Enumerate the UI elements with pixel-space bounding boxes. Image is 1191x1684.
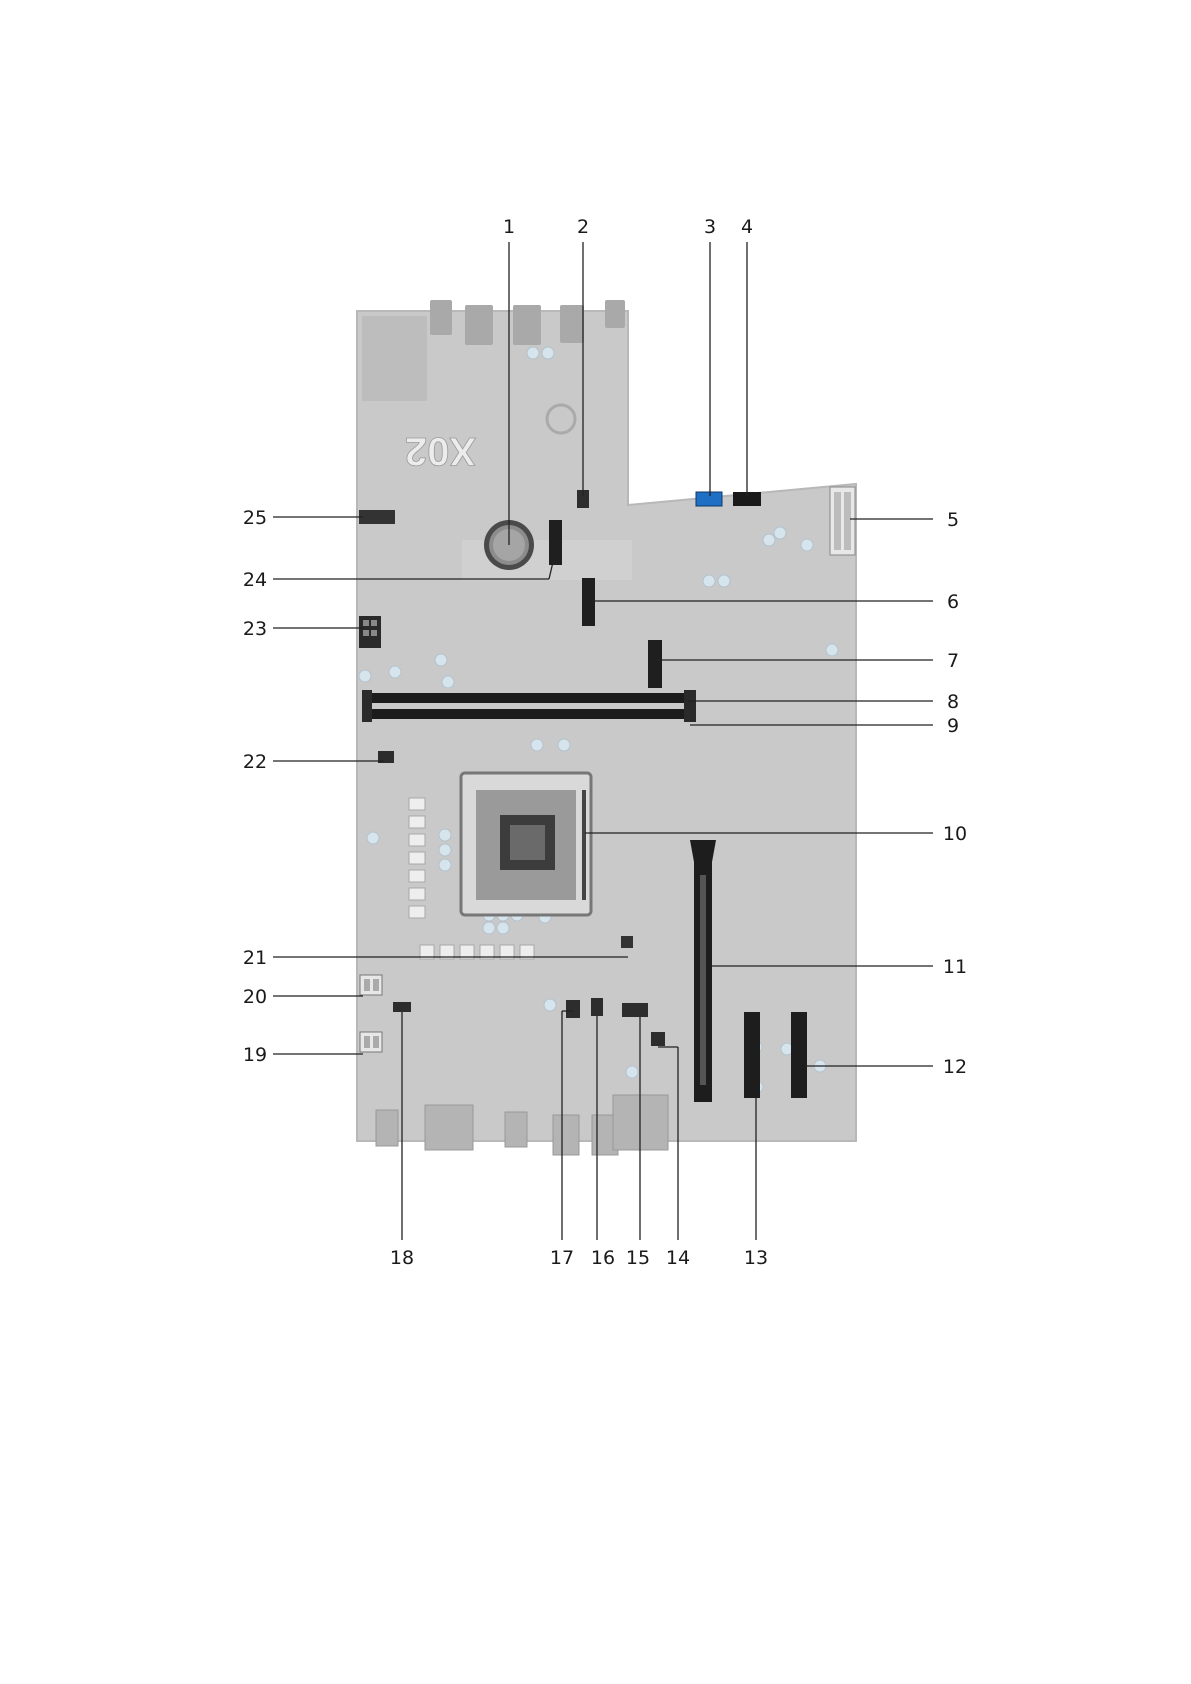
callout-12: 12	[943, 1056, 967, 1078]
header-14	[651, 1032, 665, 1046]
sata-connector-blue	[696, 492, 722, 506]
callout-7: 7	[947, 650, 959, 672]
pcie-x1-slot-1	[744, 1012, 760, 1098]
callout-22: 22	[243, 751, 267, 773]
cpu-power-connector	[359, 616, 381, 648]
dimm-slot-1	[368, 693, 695, 703]
callout-19: 19	[243, 1044, 267, 1066]
motherboard: X02	[357, 300, 856, 1155]
callout-6: 6	[947, 591, 959, 613]
power-connector-4pin-2	[360, 1032, 382, 1052]
m2-ssd-slot-1	[582, 578, 595, 626]
m2-wlan-slot	[549, 520, 562, 565]
callout-3: 3	[704, 216, 716, 238]
m2-ssd-slot-2	[648, 640, 662, 688]
rear-io-area	[362, 316, 427, 401]
dimm-slot-2	[368, 709, 695, 719]
header-16	[591, 998, 603, 1016]
callout-1: 1	[503, 216, 515, 238]
callout-11: 11	[943, 956, 967, 978]
callout-18: 18	[390, 1247, 414, 1269]
callout-24: 24	[243, 569, 267, 591]
atx-power-connector	[830, 487, 855, 555]
cpu-fan-header	[621, 936, 633, 948]
callout-9: 9	[947, 715, 959, 737]
callout-8: 8	[947, 691, 959, 713]
pcie-x1-slot-2	[791, 1012, 807, 1098]
callout-23: 23	[243, 618, 267, 640]
callout-4: 4	[741, 216, 753, 238]
callout-17: 17	[550, 1247, 574, 1269]
callout-25: 25	[243, 507, 267, 529]
speaker-connector	[393, 1002, 411, 1012]
callout-15: 15	[626, 1247, 650, 1269]
power-connector-4pin-1	[360, 975, 382, 995]
header-15	[622, 1003, 648, 1017]
header-17	[566, 1000, 580, 1018]
cpu-socket	[461, 773, 591, 915]
callout-20: 20	[243, 986, 267, 1008]
front-panel-header	[359, 510, 395, 524]
callout-13: 13	[744, 1247, 768, 1269]
callout-16: 16	[591, 1247, 615, 1269]
callout-5: 5	[947, 509, 959, 531]
callout-2: 2	[577, 216, 589, 238]
board-marking: X02	[405, 429, 476, 473]
callout-10: 10	[943, 823, 967, 845]
callout-21: 21	[243, 947, 267, 969]
callout-14: 14	[666, 1247, 690, 1269]
